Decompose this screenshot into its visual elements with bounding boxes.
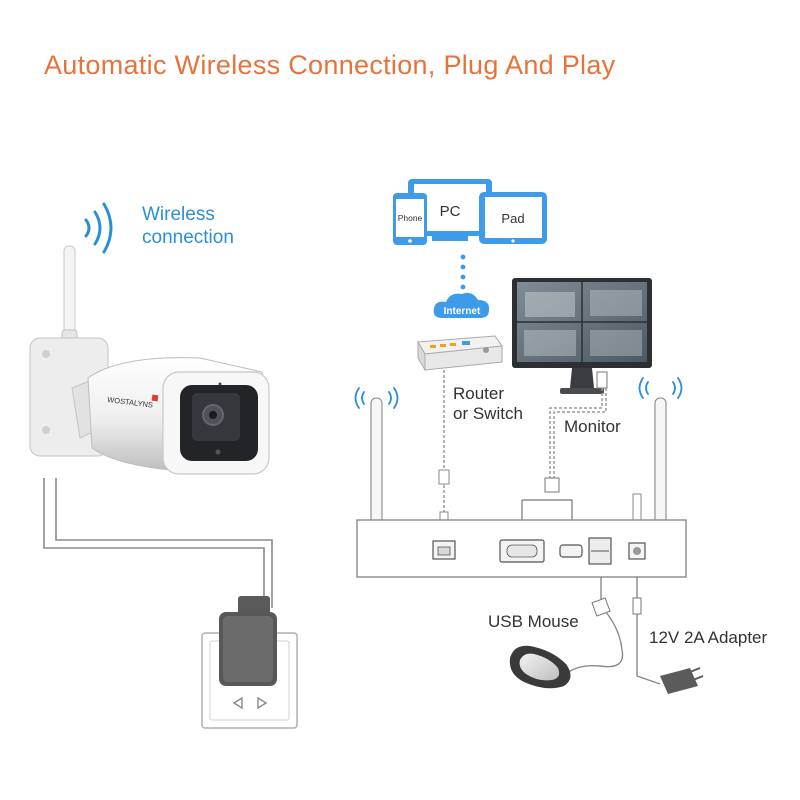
nvr-recorder xyxy=(356,519,687,578)
router xyxy=(417,335,503,372)
dc-plug xyxy=(632,597,642,615)
camera-wifi-icon xyxy=(84,202,113,254)
router-label-line2: or Switch xyxy=(453,404,523,423)
svg-text:Internet: Internet xyxy=(444,306,481,317)
monitor-cable xyxy=(549,388,607,478)
usb-connector xyxy=(591,597,611,617)
monitor xyxy=(512,278,652,394)
internet-link-dots xyxy=(460,254,466,290)
adapter-cable xyxy=(636,577,661,685)
wireless-connection-label-line2: connection xyxy=(142,227,234,248)
power-plug xyxy=(219,596,277,686)
pad-device: Pad xyxy=(479,192,547,244)
adapter-label: 12V 2A Adapter xyxy=(649,628,768,647)
svg-text:PC: PC xyxy=(440,203,461,220)
hdmi-connector xyxy=(521,477,573,522)
camera-cable xyxy=(43,478,273,608)
page-title: Automatic Wireless Connection, Plug And … xyxy=(44,50,616,80)
nvr-wifi-icon-right xyxy=(638,377,683,399)
nvr-wifi-icon-left xyxy=(354,387,399,409)
usb-mouse-label: USB Mouse xyxy=(488,612,579,631)
monitor-label: Monitor xyxy=(564,417,621,436)
camera: WOSTALYNS xyxy=(87,357,270,475)
power-adapter xyxy=(660,667,704,694)
usb-mouse-cable xyxy=(565,577,624,675)
router-label-line1: Router xyxy=(453,384,505,403)
svg-text:Phone: Phone xyxy=(398,213,423,223)
nvr-antenna-right xyxy=(654,397,667,539)
nvr-antenna-left xyxy=(370,397,383,539)
wireless-connection-label-line1: Wireless xyxy=(142,204,215,225)
phone-device: Phone xyxy=(393,193,427,245)
svg-text:Pad: Pad xyxy=(501,211,524,226)
usb-mouse xyxy=(509,645,571,689)
internet-cloud: Internet xyxy=(433,292,490,318)
router-cable xyxy=(438,370,450,531)
